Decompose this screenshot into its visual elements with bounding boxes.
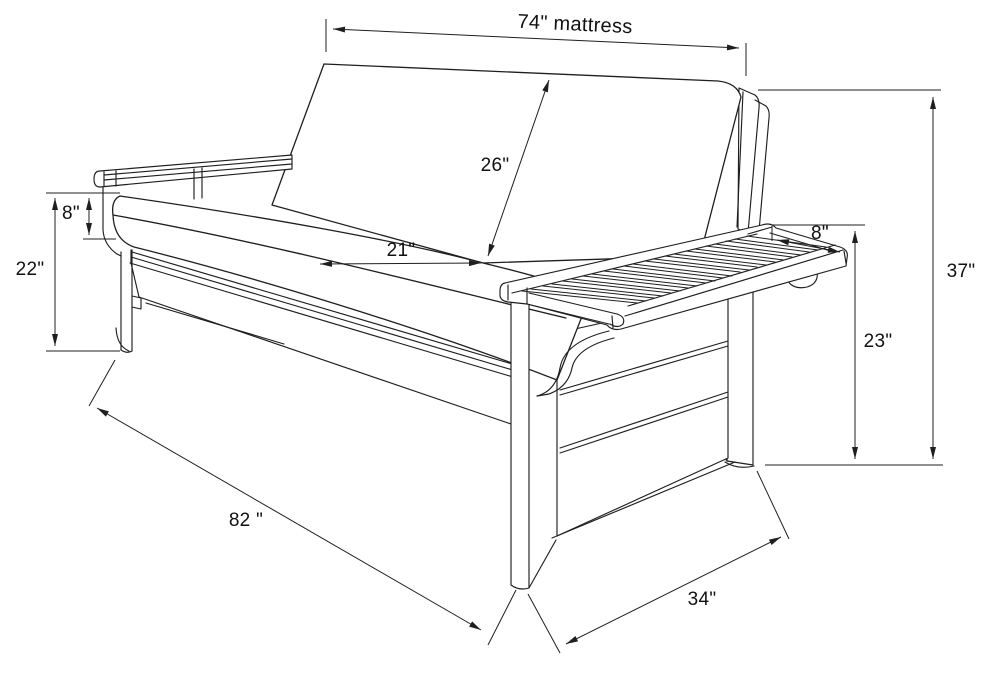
dimension-23-arm-height (773, 225, 865, 459)
dimension-8-left (46, 193, 120, 239)
dimension-34-overall-depth (528, 471, 789, 653)
dimension-label-backrest-length: 26" (480, 155, 510, 176)
front-right-leg (511, 300, 556, 589)
dimension-label-overall-height: 37" (946, 261, 976, 282)
left-armrest (94, 155, 292, 199)
dimension-lines (46, 19, 943, 653)
dimension-74-mattress (326, 19, 746, 76)
dimension-82-overall-length (89, 360, 516, 645)
dimension-22-seat-height (46, 198, 120, 351)
dimension-21-seat (320, 260, 481, 267)
dimension-label-arm-height: 23" (863, 331, 893, 352)
dimension-8-tray (772, 226, 840, 253)
backrest-frame-boards (737, 88, 769, 233)
dimension-label-overall-length: 82 " (228, 510, 264, 531)
dimension-label-seat-height: 22" (15, 259, 45, 280)
dimension-label-overall-depth: 34" (687, 589, 717, 610)
dimension-label-tray-width: 8" (811, 223, 829, 244)
dimension-label-seat-depth: 21" (386, 240, 416, 261)
dimension-label-arm-to-seat: 8" (62, 203, 80, 224)
right-side-panel (552, 295, 735, 538)
dimension-26-backrest (488, 80, 549, 256)
base-front-rail (130, 250, 519, 424)
dimension-37-overall-height (758, 90, 943, 465)
